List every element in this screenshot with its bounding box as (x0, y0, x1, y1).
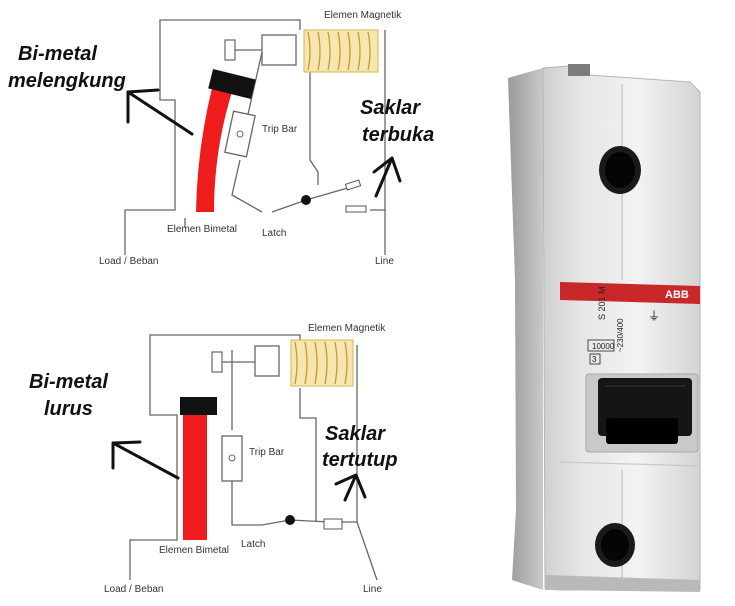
capacity-label: 10000 (592, 342, 615, 351)
switch-label-line1: Saklar (325, 423, 386, 445)
magnetic-label: Elemen Magnetik (324, 10, 402, 21)
trip-bar-label: Trip Bar (249, 447, 285, 458)
model-label: S 201 M (597, 286, 607, 320)
circuit-symbol-icon: ⏚ (648, 309, 660, 323)
bimetal-label-line2: melengkung (8, 70, 126, 92)
line-label: Line (363, 584, 382, 595)
bimetal-element-label: Elemen Bimetal (159, 545, 229, 556)
fixed-contact (345, 205, 367, 213)
moving-contact (344, 179, 362, 191)
brand-label: ABB (665, 289, 689, 301)
trip-bar-pivot (228, 454, 236, 462)
bimetal-label-line1: Bi-metal (29, 371, 108, 393)
load-label: Load / Beban (104, 584, 164, 595)
magnetic-coil (290, 339, 354, 387)
plunger (224, 39, 236, 61)
magnetic-label: Elemen Magnetik (308, 323, 386, 334)
brand-stripe (560, 282, 700, 304)
bimetal-strip-bent (196, 88, 232, 212)
bimetal-cap (180, 397, 217, 415)
din-clip (545, 575, 700, 592)
switch-label-line2: terbuka (362, 124, 434, 146)
breaker-side (508, 68, 543, 590)
top-diagram: Bi-metal melengkung Saklar terbuka Eleme… (8, 10, 434, 267)
rating-label: ~230/400 (616, 318, 625, 352)
bimetal-cap (208, 68, 256, 100)
solenoid-housing (254, 345, 280, 377)
latch-label: Latch (241, 539, 265, 550)
solenoid-housing (261, 34, 297, 66)
bimetal-arrow (126, 88, 194, 136)
switch-arrow (334, 473, 367, 502)
latch-pivot (301, 195, 311, 205)
bimetal-label-line2: lurus (44, 398, 93, 420)
trip-bar-pivot (236, 130, 244, 138)
load-label: Load / Beban (99, 256, 159, 267)
latch-label: Latch (262, 228, 286, 239)
switch-label-line1: Saklar (360, 97, 421, 119)
bimetal-arrow (111, 440, 180, 480)
plunger (211, 351, 223, 373)
bimetal-element-label: Elemen Bimetal (167, 224, 237, 235)
switch-arrow (372, 156, 402, 198)
bottom-diagram: Bi-metal lurus Saklar tertutup Elemen Ma… (29, 323, 398, 595)
closed-contact (323, 518, 343, 530)
top-terminal-screw (568, 64, 590, 76)
switch-label-line2: tertutup (322, 449, 398, 471)
trip-bar-label: Trip Bar (262, 124, 298, 135)
bimetal-strip-straight (183, 412, 207, 540)
class-label: 3 (592, 355, 597, 364)
bimetal-label-line1: Bi-metal (18, 43, 97, 65)
circuit-breaker: ABB S 201 M ~230/400 10000 3 ⏚ (508, 64, 701, 592)
magnetic-coil (303, 29, 379, 73)
line-label: Line (375, 256, 394, 267)
latch-pivot (285, 515, 295, 525)
